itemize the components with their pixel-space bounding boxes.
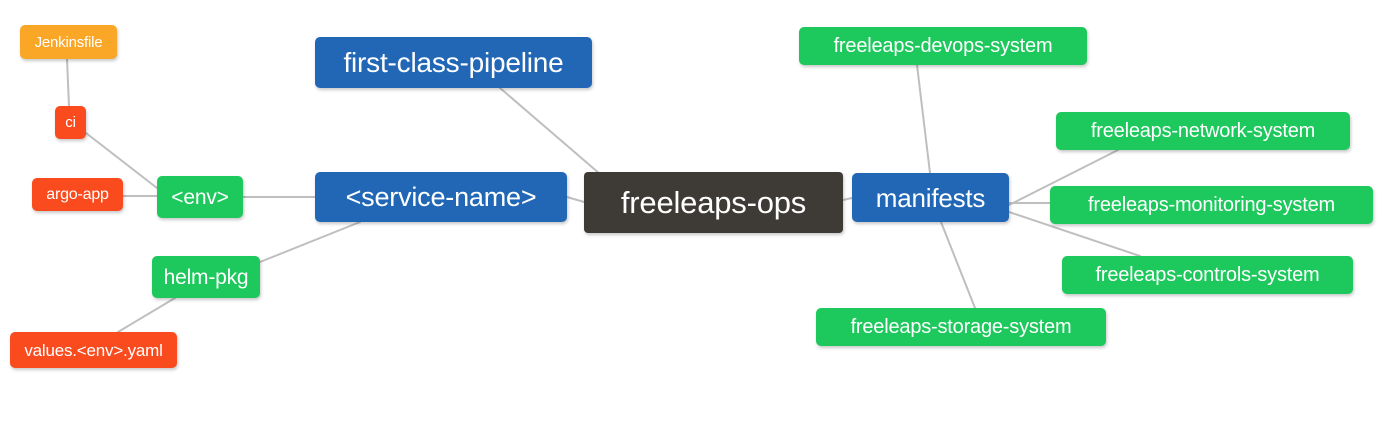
node-service-name[interactable]: <service-name> <box>315 172 567 222</box>
edge-manifests-to-freeleaps-devops-system <box>916 64 931 174</box>
edge-freeleaps-ops-to-first-class-pipeline <box>499 87 601 175</box>
node-label: values.<env>.yaml <box>24 340 163 360</box>
node-label: helm-pkg <box>163 265 249 289</box>
node-label: <env> <box>171 185 229 209</box>
edge-manifests-to-freeleaps-storage-system <box>940 221 976 309</box>
node-first-class-pipeline[interactable]: first-class-pipeline <box>315 37 592 88</box>
node-label: freeleaps-monitoring-system <box>1088 194 1335 216</box>
node-freeleaps-storage-system[interactable]: freeleaps-storage-system <box>816 308 1106 346</box>
node-freeleaps-monitoring-system[interactable]: freeleaps-monitoring-system <box>1050 186 1373 224</box>
node-label: ci <box>65 114 76 131</box>
node-label: freeleaps-storage-system <box>850 316 1072 338</box>
node-values-env-yaml[interactable]: values.<env>.yaml <box>10 332 177 368</box>
node-label: first-class-pipeline <box>343 46 564 78</box>
edge-freeleaps-ops-to-manifests <box>842 197 853 201</box>
node-manifests[interactable]: manifests <box>852 173 1009 222</box>
node-jenkinsfile[interactable]: Jenkinsfile <box>20 25 117 59</box>
node-ci[interactable]: ci <box>55 106 86 139</box>
edge-helm-pkg-to-values-env-yaml <box>117 297 176 333</box>
node-label: freeleaps-network-system <box>1090 120 1316 142</box>
node-freeleaps-devops-system[interactable]: freeleaps-devops-system <box>799 27 1087 65</box>
node-freeleaps-ops[interactable]: freeleaps-ops <box>584 172 843 233</box>
node-label: argo-app <box>46 185 109 203</box>
edge-service-name-to-helm-pkg <box>259 221 361 263</box>
node-label: freeleaps-controls-system <box>1095 264 1320 286</box>
node-label: Jenkinsfile <box>34 33 103 51</box>
edge-freeleaps-ops-to-service-name <box>566 196 585 203</box>
node-freeleaps-controls-system[interactable]: freeleaps-controls-system <box>1062 256 1353 294</box>
node-freeleaps-network-system[interactable]: freeleaps-network-system <box>1056 112 1350 150</box>
node-label: manifests <box>875 182 986 213</box>
node-env[interactable]: <env> <box>157 176 243 218</box>
node-argo-app[interactable]: argo-app <box>32 178 123 211</box>
node-label: <service-name> <box>345 181 537 212</box>
edge-ci-to-jenkinsfile <box>66 58 70 107</box>
node-helm-pkg[interactable]: helm-pkg <box>152 256 260 298</box>
node-label: freeleaps-devops-system <box>833 35 1053 57</box>
node-label: freeleaps-ops <box>620 185 807 220</box>
